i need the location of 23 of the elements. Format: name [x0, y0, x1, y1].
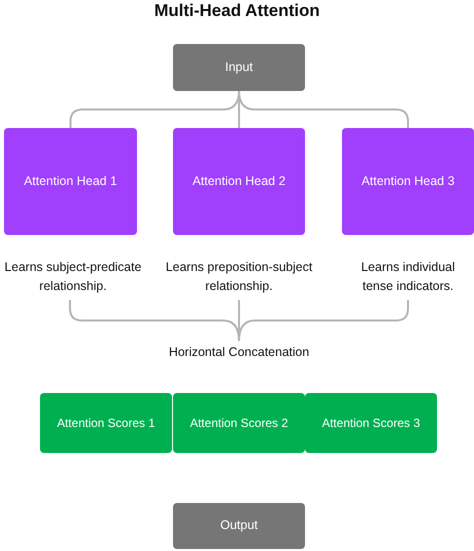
output-box [173, 503, 305, 549]
box-label: Attention Head 1 [24, 172, 118, 190]
box-label: Output [220, 517, 258, 534]
connector-line [238, 300, 409, 342]
box-label: Attention Scores 1 [56, 414, 156, 432]
box-label: Attention Head 2 [192, 172, 286, 190]
box-label: Attention Head 3 [361, 172, 455, 190]
input-box [173, 44, 305, 91]
description-text: Learns subject-predicate relationship. [0, 258, 146, 296]
box-label: Attention Scores 2 [190, 414, 288, 432]
attention-scores-box [305, 393, 437, 453]
connector-line [238, 90, 409, 128]
box-label: Attention Scores 3 [322, 414, 420, 432]
diagram-title: Multi-Head Attention [153, 0, 321, 22]
attention-head-box [342, 128, 474, 235]
attention-head-box [4, 128, 137, 235]
description-text: Learns individual tense indicators. [350, 258, 466, 296]
attention-scores-box [173, 393, 305, 453]
attention-head-box [173, 128, 305, 235]
concatenation-label: Horizontal Concatenation [150, 343, 328, 363]
attention-scores-box [40, 393, 172, 453]
box-label: Input [225, 58, 253, 76]
description-text: Learns preposition-subject relationship. [160, 258, 318, 296]
